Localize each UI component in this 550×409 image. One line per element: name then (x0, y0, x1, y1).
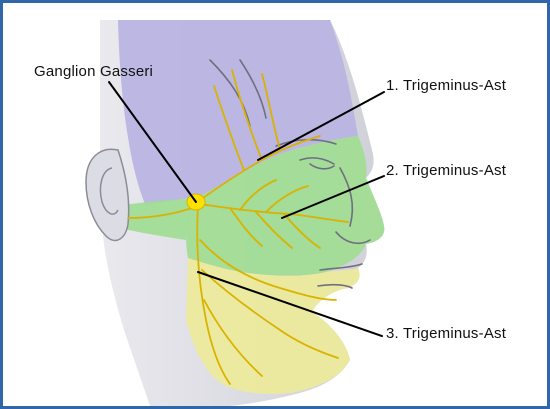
ear (86, 149, 129, 240)
branch1-label: 1. Trigeminus-Ast (386, 77, 506, 94)
branch3-label: 3. Trigeminus-Ast (386, 325, 506, 342)
branch2-label: 2. Trigeminus-Ast (386, 162, 506, 179)
ganglion-label: Ganglion Gasseri (34, 63, 153, 80)
